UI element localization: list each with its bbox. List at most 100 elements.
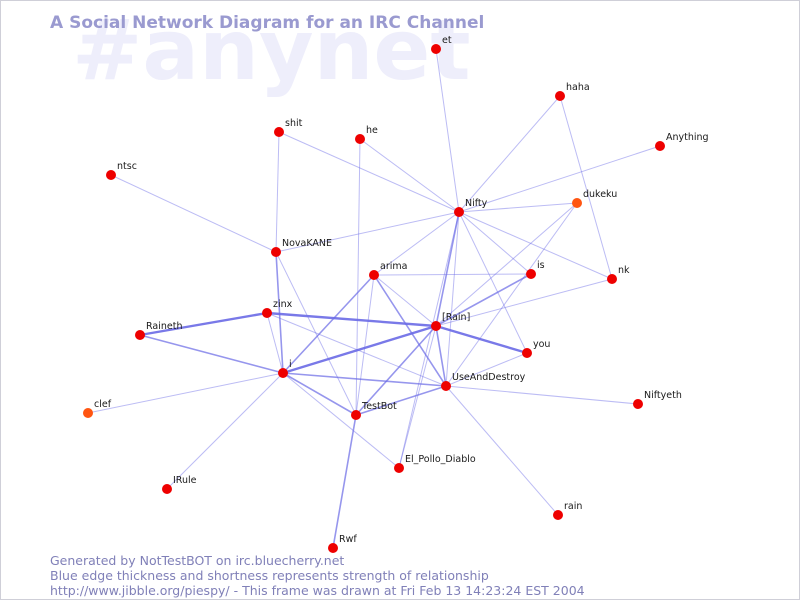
edge-i-useanddestroy <box>282 372 447 387</box>
node-dot-shit[interactable] <box>274 127 284 137</box>
edge-arima-i <box>282 274 375 374</box>
edge-arima-rain_b <box>373 274 437 327</box>
node-nk[interactable]: nk <box>607 265 630 284</box>
node-useanddestroy[interactable]: UseAndDestroy <box>441 372 526 391</box>
node-label-ntsc: ntsc <box>117 161 137 172</box>
node-dot-et[interactable] <box>431 44 441 54</box>
edge-i-testbot <box>282 372 357 416</box>
node-dukeku[interactable]: dukeku <box>572 189 617 208</box>
edge-haha-nk <box>559 95 613 280</box>
node-dot-zinx[interactable] <box>262 308 272 318</box>
node-dot-el_pollo[interactable] <box>394 463 404 473</box>
edge-you-useanddestroy <box>445 352 528 387</box>
node-dot-nifty[interactable] <box>454 207 464 217</box>
edge-i-el_pollo <box>282 372 400 469</box>
node-label-novakane: NovaKANE <box>282 238 332 249</box>
node-el_pollo[interactable]: El_Pollo_Diablo <box>394 454 476 473</box>
node-zinx[interactable]: zinx <box>262 299 293 318</box>
node-ntsc[interactable]: ntsc <box>106 161 137 180</box>
node-dot-useanddestroy[interactable] <box>441 381 451 391</box>
node-dot-clef[interactable] <box>83 408 93 418</box>
edge-arima-is <box>373 273 532 276</box>
diagram-title: A Social Network Diagram for an IRC Chan… <box>50 13 484 33</box>
edge-he-nifty <box>359 138 460 213</box>
edge-rain_b-useanddestroy <box>435 325 447 387</box>
node-anything[interactable]: Anything <box>655 132 709 151</box>
edge-rain_b-el_pollo <box>398 325 437 469</box>
edge-nk-rain_b <box>435 278 613 327</box>
node-i[interactable]: i <box>278 359 292 378</box>
edge-nifty-nk <box>458 211 613 280</box>
node-he[interactable]: he <box>355 125 378 144</box>
edge-rain_b-testbot <box>355 325 437 416</box>
node-nifty[interactable]: Nifty <box>454 198 488 217</box>
node-et[interactable]: et <box>431 35 452 54</box>
node-label-he: he <box>366 125 378 136</box>
node-dot-rain[interactable] <box>553 510 563 520</box>
node-rwf[interactable]: Rwf <box>328 534 357 553</box>
edge-raineth-i <box>139 334 284 374</box>
node-novakane[interactable]: NovaKANE <box>271 238 332 257</box>
node-dot-is[interactable] <box>526 269 536 279</box>
edge-layer <box>87 48 661 549</box>
node-dot-arima[interactable] <box>369 270 379 280</box>
node-label-nk: nk <box>618 265 630 276</box>
node-irule[interactable]: IRule <box>162 475 197 494</box>
node-dot-ntsc[interactable] <box>106 170 116 180</box>
node-dot-niftyeth[interactable] <box>633 399 643 409</box>
node-dot-rwf[interactable] <box>328 543 338 553</box>
node-dot-i[interactable] <box>278 368 288 378</box>
node-label-shit: shit <box>285 118 303 129</box>
node-rain_b[interactable]: [Rain] <box>431 312 470 331</box>
node-haha[interactable]: haha <box>555 82 590 101</box>
node-dot-he[interactable] <box>355 134 365 144</box>
node-arima[interactable]: arima <box>369 261 407 280</box>
edge-anything-nifty <box>458 145 661 213</box>
node-raineth[interactable]: Raineth <box>135 321 182 340</box>
footer-generated-by: Generated by NotTestBOT on irc.bluecherr… <box>50 553 344 568</box>
edge-testbot-rwf <box>332 414 357 549</box>
edge-i-clef <box>87 372 284 414</box>
node-dot-anything[interactable] <box>655 141 665 151</box>
node-dot-rain_b[interactable] <box>431 321 441 331</box>
edge-shit-nifty <box>278 131 460 213</box>
node-you[interactable]: you <box>522 339 550 358</box>
edge-raineth-zinx <box>138 311 269 337</box>
node-dot-dukeku[interactable] <box>572 198 582 208</box>
edge-et-nifty <box>435 48 460 213</box>
footer-source-url[interactable]: http://www.jibble.org/piespy/ - This fra… <box>50 583 585 598</box>
node-dot-haha[interactable] <box>555 91 565 101</box>
node-clef[interactable]: clef <box>83 399 112 418</box>
edge-rain_b-you <box>434 324 529 355</box>
node-label-i: i <box>289 359 292 370</box>
node-label-useanddestroy: UseAndDestroy <box>452 372 526 383</box>
node-dot-you[interactable] <box>522 348 532 358</box>
node-dot-nk[interactable] <box>607 274 617 284</box>
node-dot-novakane[interactable] <box>271 247 281 257</box>
node-label-rain_b: [Rain] <box>442 312 470 323</box>
edge-nifty-rain_b <box>435 211 460 327</box>
node-niftyeth[interactable]: Niftyeth <box>633 390 682 409</box>
node-label-et: et <box>442 35 452 46</box>
node-rain[interactable]: rain <box>553 501 582 520</box>
edge-novakane-nifty <box>275 211 460 253</box>
node-testbot[interactable]: TestBot <box>351 401 397 420</box>
node-label-clef: clef <box>94 399 112 410</box>
node-label-niftyeth: Niftyeth <box>644 390 682 401</box>
edge-arima-testbot <box>355 274 375 416</box>
node-is[interactable]: is <box>526 260 545 279</box>
node-shit[interactable]: shit <box>274 118 303 137</box>
node-dot-irule[interactable] <box>162 484 172 494</box>
node-dot-raineth[interactable] <box>135 330 145 340</box>
edge-dukeku-useanddestroy <box>445 202 578 387</box>
node-label-you: you <box>533 339 550 350</box>
node-dot-testbot[interactable] <box>351 410 361 420</box>
edge-he-testbot <box>355 138 361 416</box>
edge-is-rain_b <box>435 273 532 327</box>
edge-haha-nifty <box>458 95 561 213</box>
node-label-arima: arima <box>380 261 407 272</box>
edge-nifty-is <box>458 211 532 275</box>
node-label-nifty: Nifty <box>465 198 488 209</box>
edge-dukeku-rain_b <box>435 202 578 327</box>
